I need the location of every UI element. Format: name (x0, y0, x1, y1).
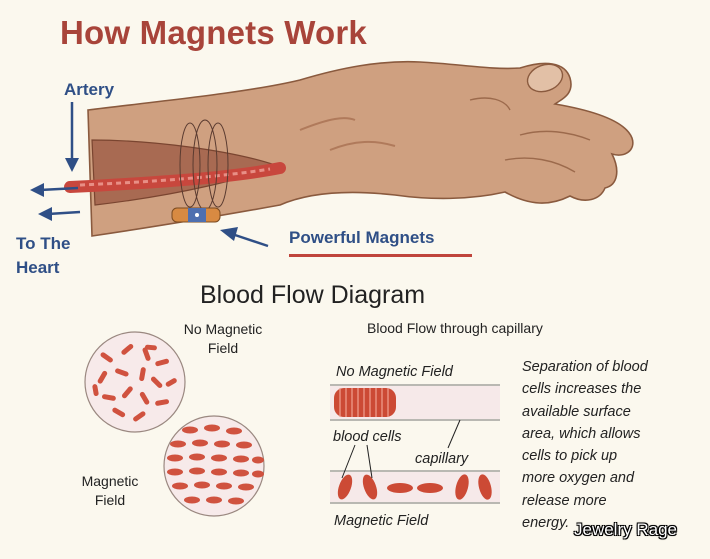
no-magnetic-field-label: No Magnetic Field (168, 320, 278, 358)
powerful-magnets-label: Powerful Magnets (289, 228, 435, 247)
hand-arm-illustration (64, 60, 634, 237)
separation-line: energy. (522, 515, 570, 532)
magnetic-field-label: Magnetic Field (60, 472, 160, 510)
separation-line: available surface (522, 403, 631, 420)
page-title: How Magnets Work (60, 14, 367, 51)
no-magnetic-field-circle (84, 331, 186, 433)
magnetic-field-line1: Magnetic (81, 473, 139, 489)
capillary-label: capillary (415, 451, 469, 467)
capillary-magnetic-field (330, 419, 500, 504)
magnetic-field-circle (163, 415, 265, 517)
separation-line: more oxygen and (522, 470, 635, 487)
separation-explanation: Separation of blood cells increases the … (522, 356, 707, 534)
capillary-magnetic-field-label: Magnetic Field (334, 513, 429, 529)
blood-flow-diagram-title: Blood Flow Diagram (200, 281, 426, 309)
artery-label: Artery (64, 80, 115, 99)
powerful-magnets-underline (289, 254, 472, 257)
capillary-title: Blood Flow through capillary (367, 320, 543, 336)
separation-line: cells increases the (522, 381, 642, 398)
to-the-heart-line1: To The (16, 234, 71, 253)
separation-line: release more (522, 492, 607, 509)
separation-line: cells to pick up (522, 448, 618, 465)
magnetic-field-line2: Field (94, 492, 126, 508)
to-the-heart-label: To The Heart (16, 232, 70, 280)
separation-line: Separation of blood (522, 359, 648, 375)
arrows (30, 102, 269, 248)
watermark: Jewelry Rage (574, 520, 677, 539)
to-the-heart-line2: Heart (16, 258, 60, 277)
no-magnetic-field-line1: No Magnetic (183, 321, 263, 337)
capillary-no-field (330, 384, 500, 421)
blood-cells-label: blood cells (333, 429, 402, 445)
capillary-no-field-label: No Magnetic Field (336, 364, 453, 380)
separation-line: area, which allows (522, 425, 641, 442)
no-magnetic-field-line2: Field (207, 340, 239, 356)
